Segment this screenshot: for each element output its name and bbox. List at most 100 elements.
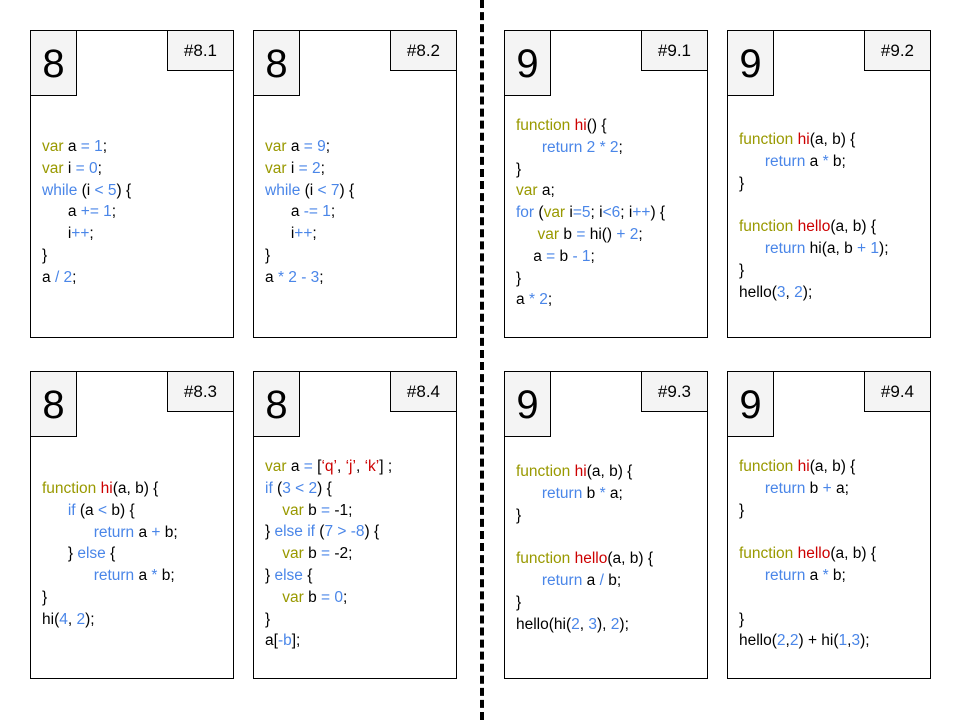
- code-token: + 2: [616, 225, 639, 243]
- code-token: a: [516, 291, 529, 309]
- code-line: [739, 587, 926, 609]
- code-token: (a, b) {: [830, 218, 877, 236]
- code-token: -1;: [330, 501, 353, 519]
- code-token: [265, 502, 282, 519]
- code-token: *: [822, 566, 829, 584]
- code-token: 2: [776, 632, 786, 650]
- code-token: return: [541, 571, 583, 589]
- code-token: / 2: [54, 268, 73, 286]
- code-line: function hi(a, b) {: [739, 456, 926, 478]
- level-badge: 8: [30, 30, 77, 96]
- code-line: function hi(a, b) {: [516, 461, 703, 483]
- code-token: =5: [572, 204, 591, 222]
- code-line: if (a < b) {: [42, 500, 229, 522]
- code-token: b: [555, 247, 573, 265]
- code-token: ) {: [339, 181, 355, 199]
- code-token: ;: [590, 247, 595, 265]
- code-token: hi(a, b: [805, 239, 858, 257]
- code-token: b: [582, 484, 600, 502]
- code-token: [265, 545, 282, 562]
- code-token: b: [303, 545, 322, 563]
- code-token: function: [739, 131, 794, 148]
- code-token: ;: [320, 159, 325, 177]
- code-token: ,: [847, 632, 852, 650]
- code-token: [265, 589, 282, 606]
- code-token: ,: [785, 283, 795, 301]
- code-line: return b + a;: [739, 478, 926, 500]
- code-token: ;: [330, 203, 336, 221]
- code-token: a;: [831, 479, 849, 497]
- code-token: var: [516, 182, 538, 200]
- code-token: return: [93, 567, 135, 585]
- card-id-label: #8.3: [166, 371, 234, 412]
- code-token: [42, 524, 94, 541]
- code-token: hi: [574, 463, 587, 480]
- code-token: * 2: [528, 291, 548, 309]
- card-8-2: 8 #8.2 var a = 9;var i = 2;while (i < 7)…: [253, 30, 457, 338]
- code-token: );: [85, 610, 95, 628]
- code-line: return hi(a, b + 1);: [739, 238, 926, 260]
- code-token: );: [619, 615, 629, 633]
- code-token: ) {: [317, 479, 332, 497]
- code-line: }: [265, 245, 452, 267]
- code-token: 3 < 2: [282, 479, 318, 497]
- code-token: /: [599, 571, 604, 589]
- code-token: }: [739, 174, 745, 192]
- code-line: }: [739, 500, 926, 522]
- code-line: hello(hi(2, 3), 2);: [516, 614, 703, 636]
- code-token: ;: [319, 268, 324, 286]
- code-line: a / 2;: [42, 267, 229, 289]
- code-token: ) + hi(: [798, 632, 839, 650]
- code-token: }: [265, 246, 271, 264]
- card-id-label: #8.2: [389, 30, 457, 71]
- code-token: - 1: [572, 247, 591, 265]
- code-line: hello(2,2) + hi(1,3);: [739, 630, 926, 652]
- code-token: return: [764, 239, 806, 257]
- code-token: hello(: [739, 632, 777, 650]
- code-token: (a, b) {: [112, 480, 159, 497]
- code-token: ; i: [590, 204, 603, 222]
- code-line: return 2 * 2;: [516, 137, 703, 159]
- code-token: var: [282, 545, 304, 563]
- code-token: ,: [785, 632, 790, 650]
- card-id-label: #8.4: [389, 371, 457, 412]
- code-token: ++: [632, 204, 651, 222]
- code-token: *: [822, 152, 829, 170]
- code-token: [42, 567, 94, 584]
- code-token: (a: [75, 501, 98, 519]
- code-token: );: [860, 632, 870, 650]
- code-token: [516, 139, 542, 156]
- code-token: ;: [111, 203, 117, 221]
- code-line: }: [516, 592, 703, 614]
- code-token: ,: [336, 458, 346, 475]
- code-token: -2;: [330, 545, 353, 563]
- code-token: while: [265, 181, 301, 199]
- code-token: hello: [797, 218, 831, 236]
- code-token: [739, 153, 765, 170]
- code-token: {: [105, 545, 116, 563]
- code-line: }: [516, 159, 703, 181]
- code-token: -= 1: [303, 203, 331, 221]
- code-token: ;: [72, 268, 77, 286]
- code-token: ,: [579, 615, 589, 633]
- code-token: 3: [776, 283, 786, 301]
- code-token: = 0: [75, 159, 98, 177]
- code-token: var: [543, 204, 566, 222]
- code-line: [739, 194, 926, 216]
- code-token: ),: [597, 615, 611, 633]
- code-token: +: [822, 479, 832, 497]
- code-token: a: [134, 523, 152, 541]
- code-token: var: [282, 588, 304, 606]
- code-token: [: [312, 458, 322, 475]
- code-token: <: [98, 501, 108, 519]
- code-token: 3: [588, 615, 598, 633]
- code-token: }: [265, 610, 271, 628]
- code-block: var a = 9;var i = 2;while (i < 7) { a -=…: [265, 136, 452, 289]
- code-token: 2: [571, 615, 580, 633]
- code-block: var a = 1;var i = 0;while (i < 5) { a +=…: [42, 136, 229, 289]
- code-token: ++: [294, 225, 313, 243]
- code-line: function hi(a, b) {: [42, 478, 229, 500]
- code-token: a: [42, 268, 55, 286]
- code-token: else: [77, 545, 106, 563]
- card-9-3: 9 #9.3 function hi(a, b) { return b * a;…: [504, 371, 708, 679]
